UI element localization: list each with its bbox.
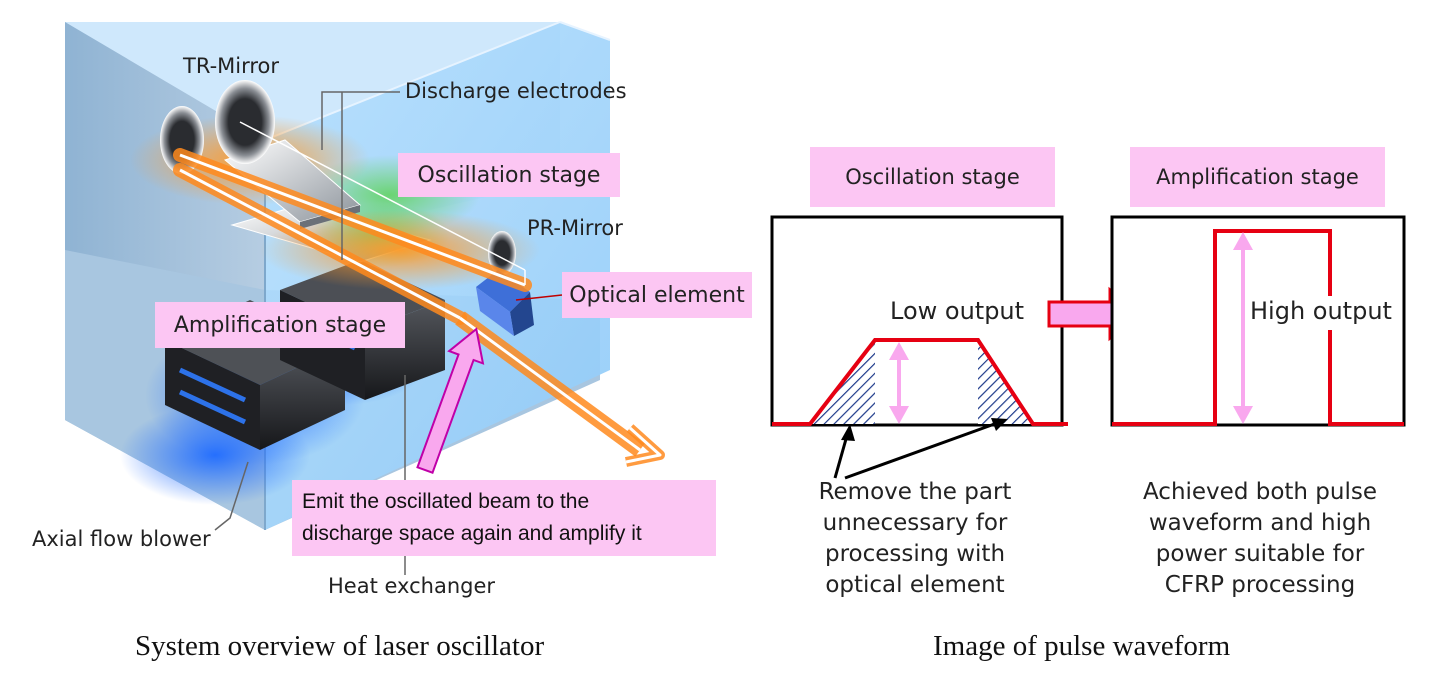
- low-output-label: Low output: [890, 297, 1025, 325]
- heat-exchanger-label: Heat exchanger: [328, 574, 496, 598]
- axial-flow-blower-label: Axial flow blower: [32, 527, 211, 551]
- pulse-waveform-chart: [770, 215, 1406, 480]
- laser-beam: [173, 121, 665, 467]
- oscillation-stage-box: Oscillation stage: [398, 153, 620, 197]
- remove-pointer-right: [844, 420, 1001, 480]
- reinject-note: Emit the oscillated beam to the discharg…: [292, 480, 716, 556]
- achieved-text-line-3: power suitable for: [1155, 541, 1365, 567]
- achieved-text-line-4: CFRP processing: [1164, 572, 1356, 598]
- discharge-electrodes-leader: [321, 91, 400, 150]
- amplification-pulse-line: [1112, 229, 1404, 426]
- tr-mirror: [215, 80, 275, 164]
- achieved-text-line-1: Achieved both pulse: [1142, 479, 1378, 505]
- remove-part-text: Remove the part unnecessary for processi…: [790, 477, 1040, 601]
- optical-element-icon: [476, 270, 534, 336]
- reinject-arrow: [416, 327, 485, 475]
- optical-element-leader: [515, 294, 563, 301]
- amplification-stage-box: Amplification stage: [155, 302, 405, 348]
- right-caption: Image of pulse waveform: [933, 630, 1231, 662]
- tr-mirror-label: TR-Mirror: [183, 54, 280, 78]
- discharge-electrodes-label: Discharge electrodes: [405, 79, 627, 103]
- remove-text-line-1: Remove the part: [818, 479, 1012, 505]
- remove-text-line-3: processing with: [824, 541, 1006, 567]
- oscillation-stage-header: Oscillation stage: [810, 147, 1055, 207]
- achieved-text: Achieved both pulse waveform and high po…: [1115, 477, 1405, 601]
- oscillation-pulse-line: [772, 338, 1068, 426]
- optical-element-box: Optical element: [562, 272, 752, 318]
- amplification-stage-header: Amplification stage: [1130, 147, 1385, 207]
- remove-text-line-2: unnecessary for: [822, 510, 1008, 536]
- reinject-note-line-1: Emit the oscillated beam to the: [302, 490, 590, 513]
- axial-flow-blower-leader: [214, 461, 249, 531]
- reinject-note-line-2: discharge space again and amplify it: [302, 522, 642, 545]
- pr-mirror: [488, 231, 516, 275]
- remove-text-line-4: optical element: [825, 572, 1005, 598]
- laser-oscillator-illustration: [65, 21, 665, 575]
- achieved-text-line-2: waveform and high: [1148, 510, 1372, 536]
- high-output-label: High output: [1250, 297, 1392, 325]
- pr-mirror-label: PR-Mirror: [527, 216, 623, 240]
- left-caption: System overview of laser oscillator: [135, 630, 545, 662]
